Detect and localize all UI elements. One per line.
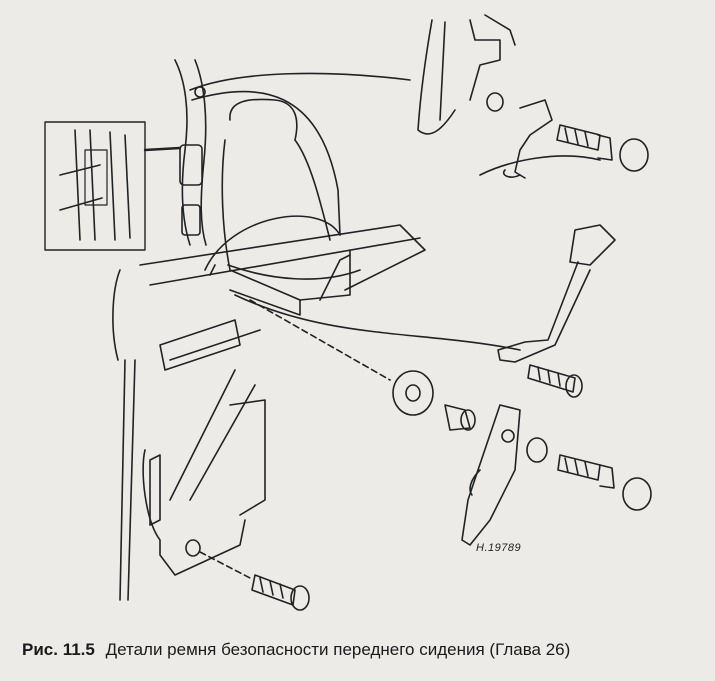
washer-spacer-set [392, 370, 548, 463]
inset-detail [44, 121, 182, 251]
pillar-bracket-detail [417, 14, 649, 179]
figure-number: Рис. 11.5 [22, 640, 95, 659]
seat-belt-exploded-drawing [44, 14, 652, 611]
figure-caption-text: Детали ремня безопасности переднего сиде… [105, 640, 571, 659]
buckle-stalk [497, 224, 616, 398]
floor-and-cable [112, 224, 521, 381]
upper-mount-assembly [174, 59, 411, 246]
figure-caption: Рис. 11.5 Детали ремня безопасности пере… [0, 640, 715, 660]
lower-anchor-plate [461, 404, 652, 546]
seat-outline [204, 98, 361, 316]
lower-pillar-retractor [119, 319, 310, 611]
part-code-label: H.19789 [476, 542, 522, 554]
